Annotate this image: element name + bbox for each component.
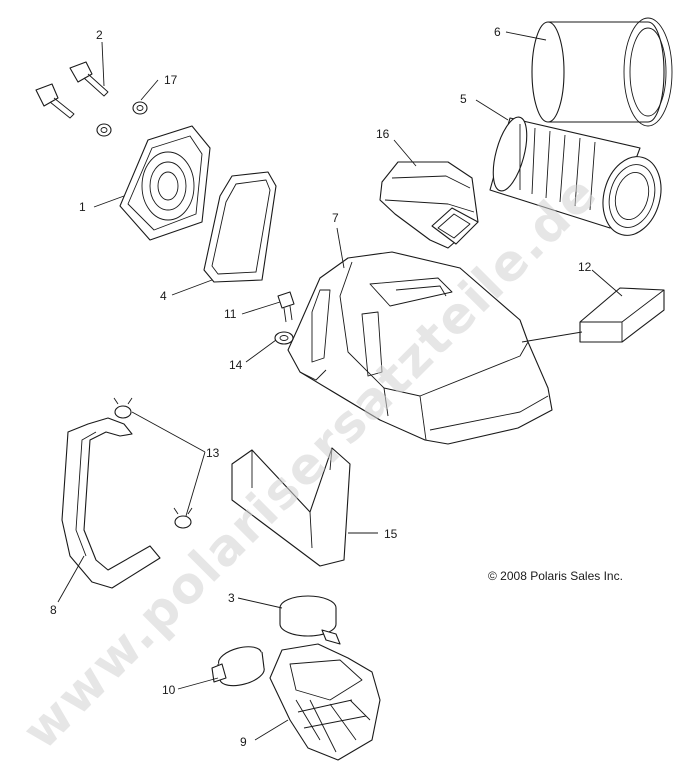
callout-11: 11 [224,307,237,321]
callout-1: 1 [79,200,86,214]
callout-16: 16 [376,127,390,141]
part-1-filter-cover [119,125,211,241]
callout-13: 13 [206,446,220,460]
copyright-text: © 2008 Polaris Sales Inc. [488,569,623,583]
callout-8: 8 [50,603,57,617]
part-9-boot [269,643,381,761]
callout-6: 6 [494,25,501,39]
part-13-clamps [113,397,193,529]
part-7-airbox [287,251,553,445]
part-10-hose-clamp [211,646,265,687]
part-4-gasket [203,171,277,283]
part-6-prefilter-sleeve [531,17,673,127]
part-16-intake-duct [379,161,479,249]
part-17-washers [96,101,148,137]
part-12-foam-block [579,287,665,343]
callout-3: 3 [228,591,235,605]
part-5-air-filter [489,116,662,236]
callout-10: 10 [162,683,176,697]
leader-lines [57,31,623,741]
part-14-washer [274,331,294,345]
callout-7: 7 [332,211,339,225]
part-3-hose-clamp [279,595,341,645]
callout-labels: 2 17 1 4 6 5 16 7 12 11 14 13 15 8 3 10 … [50,25,592,749]
part-11-bolt [277,291,295,323]
callout-5: 5 [460,92,467,106]
part-8-hose [61,417,161,589]
callout-9: 9 [240,735,247,749]
callout-17: 17 [164,73,178,87]
callout-2: 2 [96,28,103,42]
callout-4: 4 [160,289,167,303]
part-2-bolts [35,61,109,119]
part-15-foam-chevron [231,447,351,567]
callout-15: 15 [384,527,398,541]
callout-14: 14 [229,358,243,372]
callout-12: 12 [578,260,592,274]
